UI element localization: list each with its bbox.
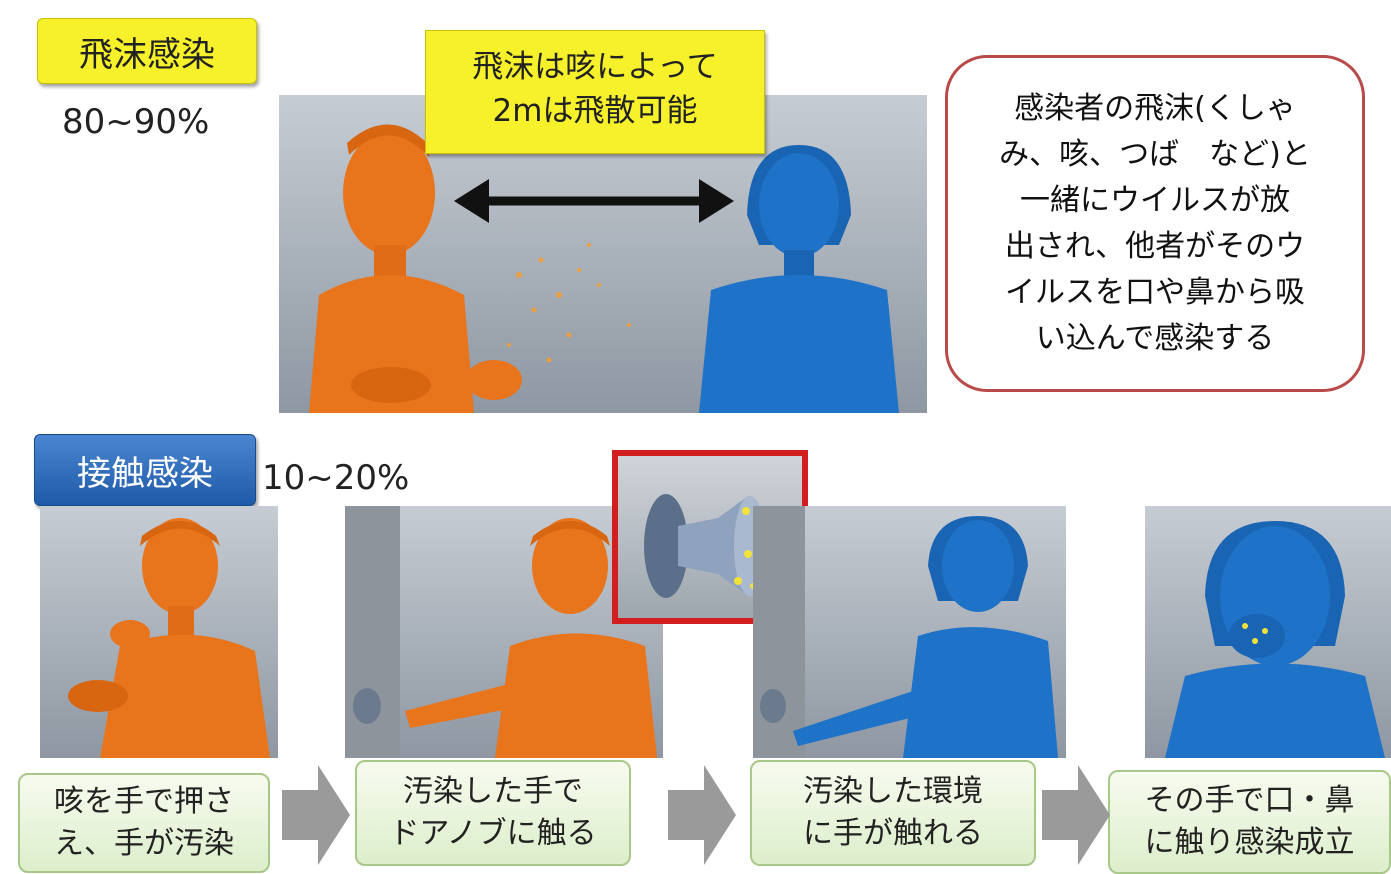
droplet-distance-note: 飛沫は咳によって 2mは飛散可能 [425, 30, 765, 154]
contact-scene-3-image [753, 506, 1066, 758]
description-line: イルスを口や鼻から吸 [1005, 274, 1305, 310]
scene-1-figure [68, 518, 270, 758]
step-3-line1: 汚染した環境 [803, 774, 983, 809]
contact-step-2: 汚染した手でドアノブに触る [355, 760, 631, 866]
contact-percent: 10~20% [262, 458, 410, 498]
contact-step-1: 咳を手で押さえ、手が汚染 [18, 773, 270, 873]
contact-scene-1-image [40, 506, 278, 758]
contact-infection-tag: 接触感染 [34, 434, 256, 506]
step-1-line1: 咳を手で押さ [54, 784, 234, 819]
step-4-line2: に触り感染成立 [1144, 825, 1355, 860]
step-2-line2: ドアノブに触る [389, 816, 597, 851]
healthy-person-figure [699, 145, 899, 413]
contact-scene-2-image [345, 506, 663, 758]
description-line: 一緒にウイルスが放 [1020, 182, 1290, 218]
scene-4-figure [1165, 521, 1385, 758]
description-line: 感染者の飛沫(くしゃ [1014, 90, 1296, 126]
distance-note-line1: 飛沫は咳によって [472, 49, 718, 85]
step-1-line2: え、手が汚染 [54, 826, 234, 861]
double-arrow-icon [454, 179, 734, 223]
droplet-particles [507, 243, 631, 363]
description-line: み、咳、つば など)と [999, 136, 1311, 172]
infected-person-figure [309, 124, 522, 413]
description-line: い込んで感染する [1035, 320, 1275, 356]
description-line: 出され、他者がそのウ [1004, 228, 1306, 264]
scene-2-figure [345, 506, 657, 758]
contact-step-4: その手で口・鼻に触り感染成立 [1108, 770, 1391, 874]
droplet-infection-tag: 飛沫感染 [37, 18, 257, 84]
scene-3-figure [753, 506, 1058, 758]
contact-scene-4-image [1145, 506, 1391, 758]
droplet-description-callout: 感染者の飛沫(くしゃ み、咳、つば など)と 一緒にウイルスが放 出され、他者が… [945, 55, 1365, 392]
step-arrow-icon [668, 765, 736, 865]
contact-infection-label: 接触感染 [77, 453, 213, 494]
droplet-description-text: 感染者の飛沫(くしゃ み、咳、つば など)と 一緒にウイルスが放 出され、他者が… [999, 86, 1311, 362]
contact-step-3: 汚染した環境に手が触れる [750, 760, 1036, 866]
droplet-infection-label: 飛沫感染 [79, 34, 215, 75]
step-4-line1: その手で口・鼻 [1144, 783, 1355, 818]
step-2-line1: 汚染した手で [403, 774, 583, 809]
droplet-scene-figures [309, 124, 899, 413]
step-3-line2: に手が触れる [803, 816, 983, 851]
distance-note-line2: 2mは飛散可能 [492, 93, 698, 129]
step-arrow-icon [282, 765, 350, 865]
droplet-percent: 80~90% [62, 102, 210, 142]
step-arrow-icon [1042, 765, 1110, 865]
